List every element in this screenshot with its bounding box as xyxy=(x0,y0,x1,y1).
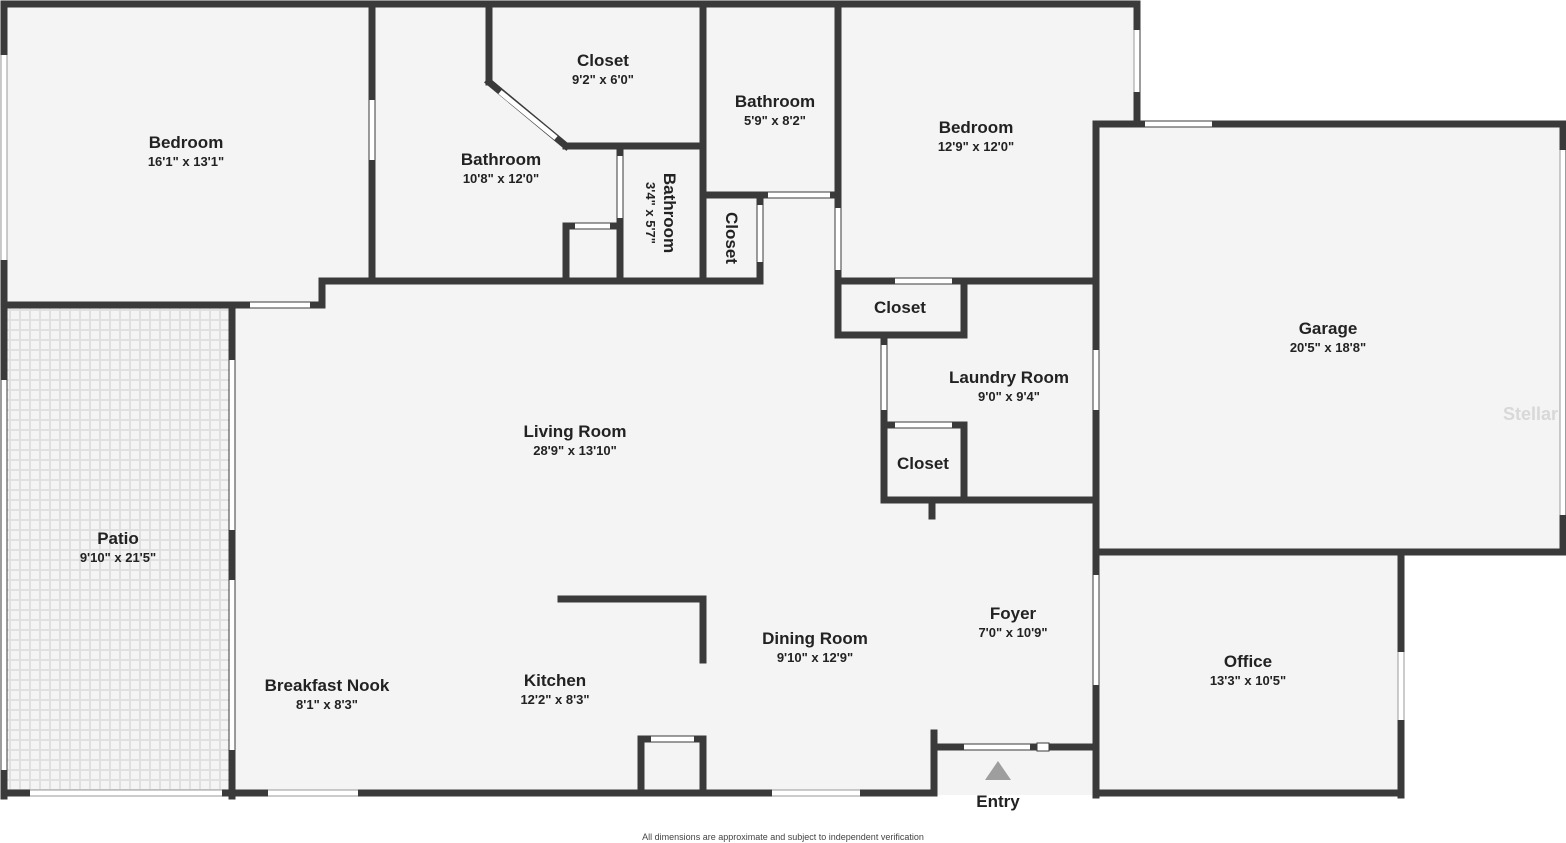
room-bedroom-west: Bedroom 16'1" x 13'1" xyxy=(148,133,224,171)
room-dimensions: 3'4" x 5'7" xyxy=(643,182,658,244)
room-dimensions: 13'3" x 10'5" xyxy=(1209,673,1287,688)
room-dimensions: 10'8" x 12'0" xyxy=(462,171,540,186)
room-name: Garage xyxy=(1298,319,1358,338)
disclaimer-note: All dimensions are approximate and subje… xyxy=(642,832,924,842)
room-closet-master: Closet 9'2" x 6'0" xyxy=(572,51,634,89)
room-name: Breakfast Nook xyxy=(264,676,390,695)
room-closet-hall: Closet xyxy=(874,298,926,318)
watermark: Stellar xyxy=(1503,404,1559,424)
room-breakfast-nook: Breakfast Nook 8'1" x 8'3" xyxy=(265,676,390,714)
entry-door-hinge xyxy=(1036,742,1050,752)
room-dimensions: 16'1" x 13'1" xyxy=(147,154,225,169)
room-dimensions: 12'2" x 8'3" xyxy=(520,692,590,707)
window-frames xyxy=(0,30,1561,797)
room-dimensions: 9'10" x 12'9" xyxy=(776,650,854,665)
room-bathroom-hall: Bathroom 5'9" x 8'2" xyxy=(735,92,815,130)
room-name: Laundry Room xyxy=(949,368,1069,387)
room-name: Closet xyxy=(722,212,741,264)
room-name: Patio xyxy=(97,529,139,548)
room-name: Kitchen xyxy=(523,671,587,690)
openings xyxy=(1,30,1566,796)
room-name: Bedroom xyxy=(148,133,224,152)
room-name: Living Room xyxy=(523,422,627,441)
room-dimensions: 9'2" x 6'0" xyxy=(572,72,634,87)
floor-fills xyxy=(0,0,1564,795)
room-name: Closet xyxy=(874,298,926,317)
room-dimensions: 28'9" x 13'10" xyxy=(533,443,617,458)
room-name: Bathroom xyxy=(660,172,679,254)
room-dimensions: 5'9" x 8'2" xyxy=(744,113,806,128)
room-dimensions: 20'5" x 18'8" xyxy=(1289,340,1367,355)
room-dimensions: 8'1" x 8'3" xyxy=(296,697,358,712)
room-bedroom-east: Bedroom 12'9" x 12'0" xyxy=(938,118,1014,156)
room-dimensions: 9'10" x 21'5" xyxy=(79,550,157,565)
room-dimensions: 9'0" x 9'4" xyxy=(978,389,1040,404)
room-closet-laundry: Closet xyxy=(897,454,949,474)
entry-label: Entry xyxy=(976,792,1020,811)
room-foyer: Foyer 7'0" x 10'9" xyxy=(978,604,1047,642)
room-bathroom-small: Bathroom 3'4" x 5'7" xyxy=(641,173,679,253)
room-living: Living Room 28'9" x 13'10" xyxy=(524,422,627,460)
room-name: Dining Room xyxy=(762,629,868,648)
room-kitchen: Kitchen 12'2" x 8'3" xyxy=(520,671,589,709)
room-name: Office xyxy=(1223,652,1273,671)
room-name: Closet xyxy=(897,454,949,473)
entry-arrow-icon xyxy=(985,761,1011,780)
room-garage: Garage 20'5" x 18'8" xyxy=(1290,319,1366,357)
room-name: Closet xyxy=(577,51,629,70)
room-dining: Dining Room 9'10" x 12'9" xyxy=(762,629,868,667)
room-patio: Patio 9'10" x 21'5" xyxy=(80,529,156,567)
room-closet-small: Closet xyxy=(721,212,741,264)
room-dimensions: 7'0" x 10'9" xyxy=(978,625,1048,640)
room-office: Office 13'3" x 10'5" xyxy=(1210,652,1286,690)
patio-floor xyxy=(4,308,231,796)
room-name: Bathroom xyxy=(460,150,542,169)
room-name: Foyer xyxy=(989,604,1037,623)
room-dimensions: 12'9" x 12'0" xyxy=(937,139,1015,154)
room-laundry: Laundry Room 9'0" x 9'4" xyxy=(949,368,1069,406)
room-name: Bedroom xyxy=(938,118,1014,137)
room-name: Bathroom xyxy=(734,92,816,111)
room-bathroom-master: Bathroom 10'8" x 12'0" xyxy=(461,150,541,188)
